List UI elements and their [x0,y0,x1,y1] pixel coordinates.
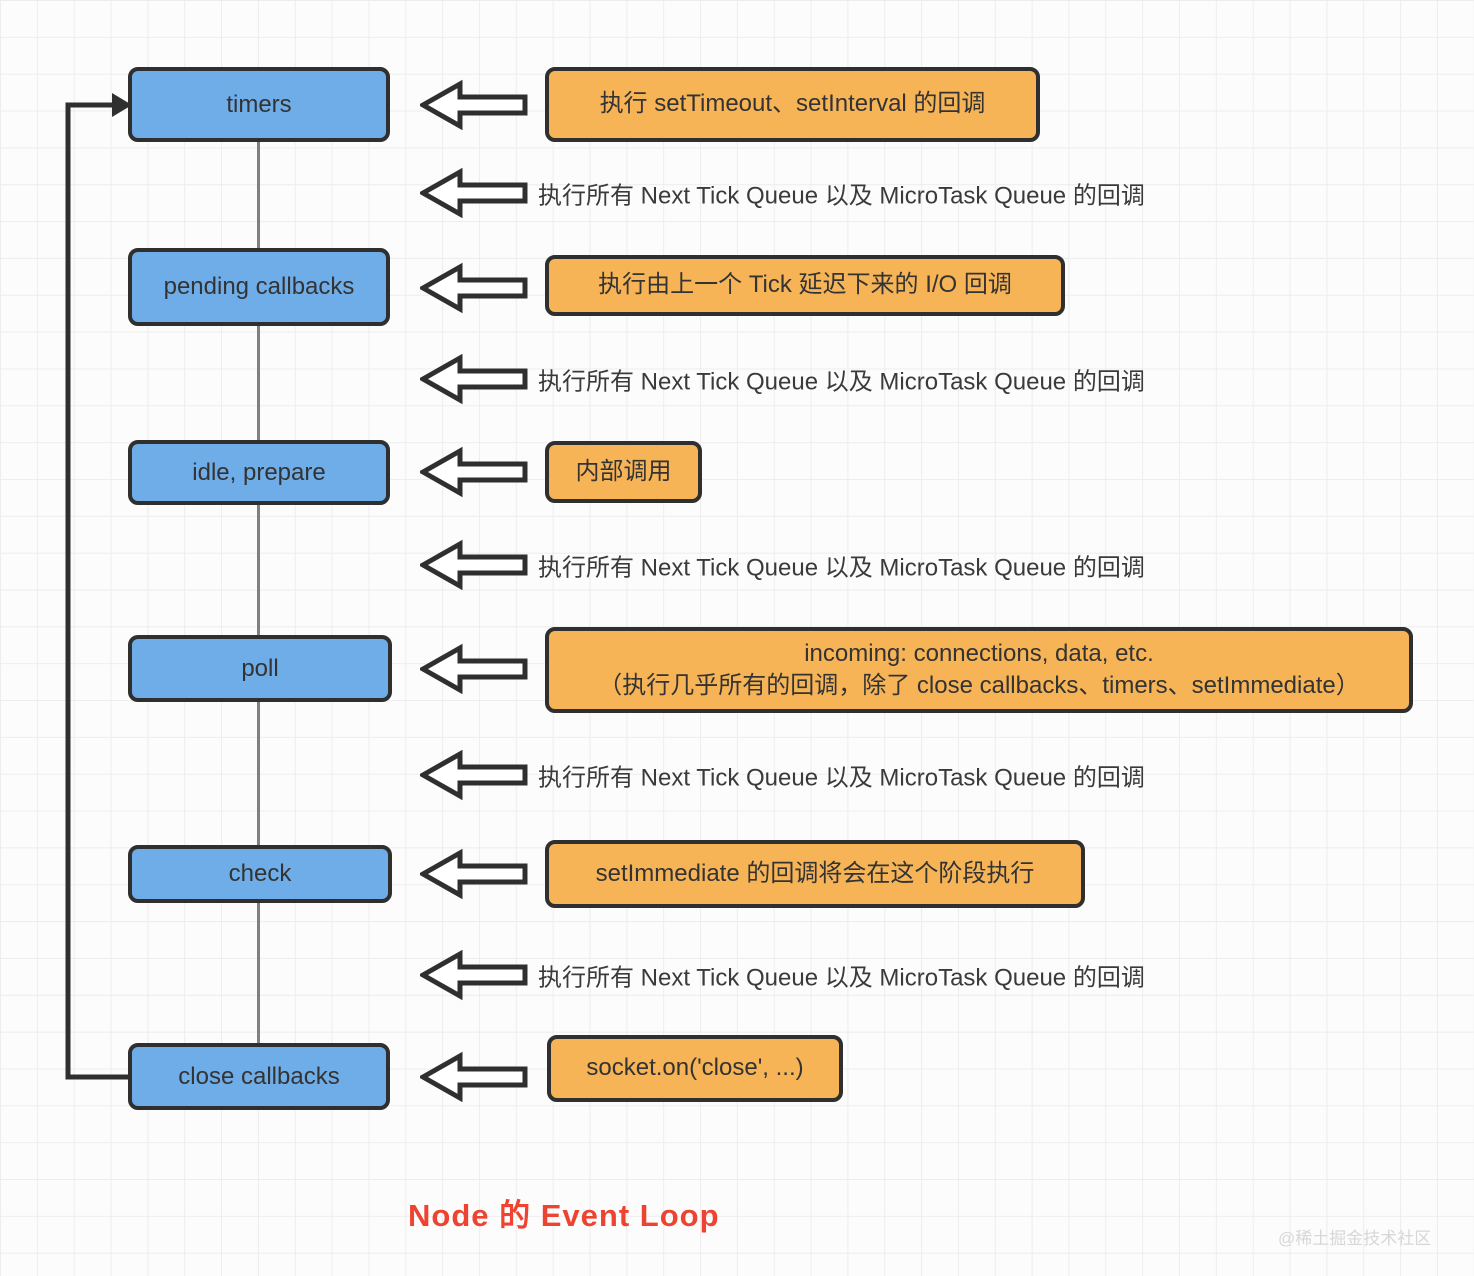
phase-connector-line [257,142,260,248]
phase-box-timers: timers [128,67,390,142]
note-box-pending-io: 执行由上一个 Tick 延迟下来的 I/O 回调 [545,255,1065,316]
note-line: 内部调用 [575,457,672,485]
note-box-internal-call: 内部调用 [545,441,702,503]
note-line: 执行由上一个 Tick 延迟下来的 I/O 回调 [598,271,1012,299]
note-line: socket.on('close', ...) [586,1054,804,1082]
note-line: （执行几乎所有的回调，除了 close callbacks、timers、set… [598,672,1360,699]
note-box-setimmediate: setImmediate 的回调将会在这个阶段执行 [545,840,1085,908]
microtask-note: 执行所有 Next Tick Queue 以及 MicroTask Queue … [538,182,1145,210]
phase-label: close callbacks [178,1062,340,1090]
microtask-note: 执行所有 Next Tick Queue 以及 MicroTask Queue … [538,368,1145,396]
left-arrow-icon [417,642,528,696]
left-arrow-icon [417,352,528,406]
phase-label: idle, prepare [192,458,326,486]
left-arrow-icon [417,538,528,592]
phase-connector-line [257,505,260,635]
watermark: @稀土掘金技术社区 [1278,1229,1432,1248]
phase-label: pending callbacks [163,273,355,300]
phase-label: timers [226,90,292,118]
left-arrow-icon [417,445,528,499]
diagram-title: Node 的 Event Loop [408,1198,720,1233]
left-arrow-icon [417,166,528,220]
phase-label: poll [241,654,279,682]
phase-box-poll: poll [128,635,392,702]
note-box-socket-close: socket.on('close', ...) [547,1035,843,1102]
microtask-note: 执行所有 Next Tick Queue 以及 MicroTask Queue … [538,964,1145,992]
phase-label: check [228,860,292,887]
microtask-note: 执行所有 Next Tick Queue 以及 MicroTask Queue … [538,554,1145,582]
phase-box-idle-prepare: idle, prepare [128,440,390,505]
phase-connector-line [257,903,260,1043]
left-arrow-icon [417,948,528,1002]
left-arrow-icon [417,261,528,315]
phase-connector-line [257,702,260,845]
left-arrow-icon [417,748,528,802]
note-box-poll-incoming: incoming: connections, data, etc. （执行几乎所有… [545,627,1413,713]
phase-connector-line [257,326,260,440]
note-line: incoming: connections, data, etc. [804,639,1154,667]
left-arrow-icon [417,78,528,132]
phase-box-check: check [128,845,392,903]
note-line: setImmediate 的回调将会在这个阶段执行 [595,859,1035,887]
left-arrow-icon [417,1050,528,1104]
note-line: 执行 setTimeout、setInterval 的回调 [599,90,986,118]
phase-box-pending-callbacks: pending callbacks [128,248,390,326]
microtask-note: 执行所有 Next Tick Queue 以及 MicroTask Queue … [538,764,1145,792]
phase-box-close-callbacks: close callbacks [128,1043,390,1110]
note-box-settimeout: 执行 setTimeout、setInterval 的回调 [545,67,1040,142]
left-arrow-icon [417,847,528,901]
